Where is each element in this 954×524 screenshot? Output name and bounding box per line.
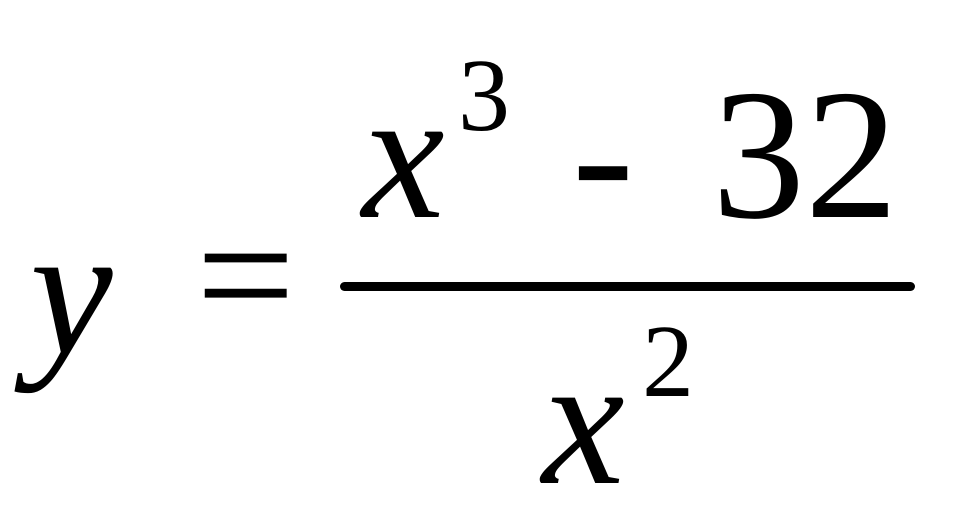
denominator-exponent: 2	[642, 304, 694, 419]
lhs-variable: y	[30, 188, 113, 394]
minus-sign: -	[572, 52, 634, 258]
numerator-constant: 32	[712, 52, 898, 258]
numerator-variable: x	[362, 52, 445, 258]
denominator-variable: x	[542, 318, 625, 524]
numerator-exponent: 3	[458, 38, 510, 153]
fraction-bar	[340, 282, 915, 291]
equals-sign: =	[196, 178, 296, 373]
